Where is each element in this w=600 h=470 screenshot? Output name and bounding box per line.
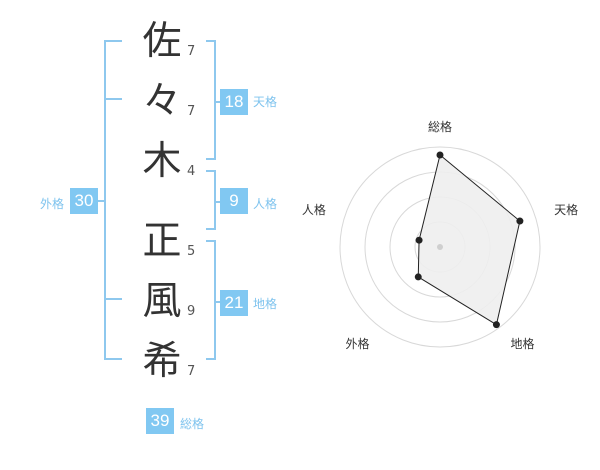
name-char-6: 希 — [142, 339, 182, 384]
tenkaku-connector — [216, 101, 220, 103]
radar-point-3 — [492, 321, 500, 329]
stroke-count-6: 7 — [187, 364, 196, 379]
name-char-4: 正 — [142, 219, 182, 264]
radar-label-4: 外格 — [345, 336, 369, 351]
stroke-count-3: 4 — [187, 164, 196, 179]
tenkaku-value-badge: 18 — [220, 89, 248, 115]
outer-bracket-tick-2 — [104, 298, 122, 300]
fortune-radar-chart: 総格天格地格 外格 人格 — [300, 100, 600, 400]
radar-point-1 — [436, 151, 444, 159]
jinkaku-label: 人格 — [253, 197, 278, 211]
radar-point-5 — [415, 236, 423, 244]
chikaku-label: 地格 — [253, 297, 278, 311]
tenkaku-label: 天格 — [253, 95, 278, 109]
radar-label-2: 天格 — [554, 202, 578, 217]
stroke-count-2: 7 — [187, 104, 196, 119]
jinkaku-connector — [216, 201, 220, 203]
gaikaku-value-badge: 30 — [70, 188, 98, 214]
outer-bracket-left — [104, 40, 122, 360]
radar-point-2 — [516, 217, 524, 225]
radar-value-polygon — [417, 154, 521, 326]
jinkaku-bracket — [206, 170, 216, 230]
radar-label-3: 地格 — [511, 336, 535, 351]
gaikaku-label: 外格 — [40, 197, 65, 211]
radar-grid-ring-4 — [339, 146, 541, 348]
radar-label-5: 人格 — [302, 202, 326, 217]
stroke-count-5: 9 — [187, 304, 196, 319]
stroke-count-4: 5 — [187, 244, 196, 259]
outer-bracket-connector — [97, 200, 104, 202]
radar-center-dot — [437, 244, 443, 250]
stroke-count-1: 7 — [187, 44, 196, 59]
name-char-1: 佐 — [142, 19, 182, 64]
name-char-5: 風 — [142, 279, 182, 324]
tenkaku-bracket — [206, 40, 216, 160]
name-char-2: 々 — [142, 79, 182, 124]
name-char-3: 木 — [142, 139, 182, 184]
chikaku-value-badge: 21 — [220, 290, 248, 316]
radar-label-1: 総格 — [428, 119, 452, 134]
jinkaku-value-badge: 9 — [220, 188, 248, 214]
soukaku-label: 総格 — [180, 417, 205, 431]
soukaku-value-badge: 39 — [146, 408, 174, 434]
chikaku-bracket — [206, 240, 216, 360]
chikaku-connector — [216, 301, 220, 303]
outer-bracket-tick-1 — [104, 98, 122, 100]
radar-point-4 — [414, 273, 422, 281]
